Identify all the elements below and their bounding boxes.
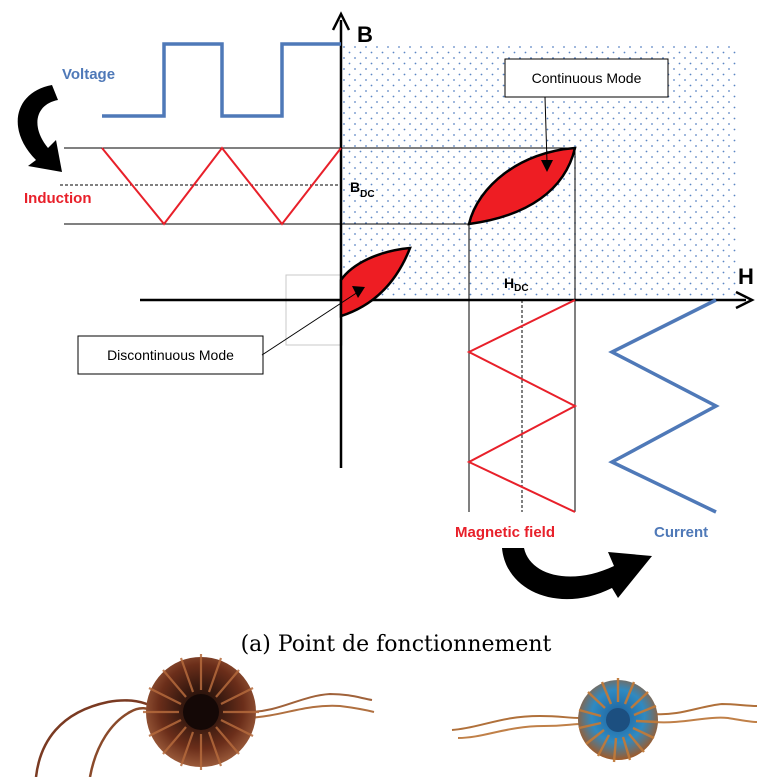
toroid-photo-right [451, 678, 757, 763]
discontinuous-mode-pointer [261, 291, 359, 356]
discontinuous-mode-loop [339, 246, 412, 318]
continuous-mode-label: Continuous Mode [532, 70, 642, 86]
voltage-label: Voltage [62, 66, 115, 83]
origin-helper-box [285, 274, 343, 346]
curved-arrow-bottom [502, 548, 652, 600]
induction-waveform [101, 146, 342, 226]
figure-caption: (a) Point de fonctionnement [241, 632, 552, 657]
magnetic-field-waveform [466, 299, 578, 513]
toroid-core-left [143, 654, 259, 770]
b-dc-label: BDC [350, 179, 375, 200]
current-waveform [608, 298, 720, 514]
h-axis-arrow [735, 290, 755, 310]
toroid-photo-left [34, 654, 375, 777]
discontinuous-mode-box [77, 335, 264, 375]
voltage-waveform [102, 42, 341, 118]
projection-lines [60, 147, 576, 512]
continuous-mode-pointer [544, 96, 548, 163]
current-label: Current [654, 524, 708, 541]
h-axis-label: H [738, 264, 754, 289]
curved-arrow-left [17, 85, 62, 172]
b-axis-arrow [331, 11, 351, 31]
discontinuous-mode-label: Discontinuous Mode [107, 347, 234, 363]
h-dc-label: HDC [504, 275, 529, 294]
continuous-mode-box [504, 58, 669, 98]
magnetic-field-label: Magnetic field [455, 524, 555, 541]
induction-label: Induction [24, 190, 92, 207]
toroid-core-right [578, 678, 659, 763]
b-axis-label: B [357, 22, 373, 47]
axes [140, 11, 755, 468]
